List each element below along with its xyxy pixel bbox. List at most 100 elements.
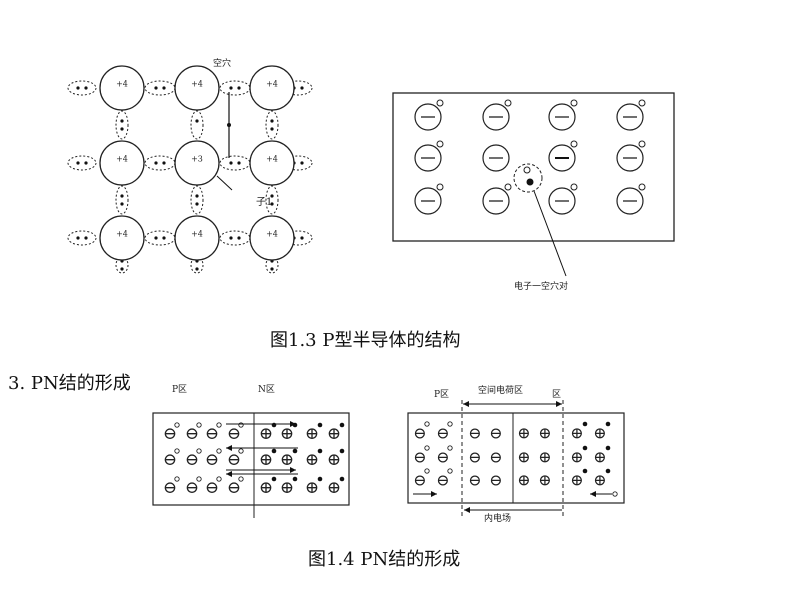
bond-horizontal [144,80,176,96]
bond-horizontal [219,155,251,171]
hole-circle [436,183,444,191]
negative-ion: ⊖ [413,448,426,467]
atom [249,215,295,261]
negative-ion: ⊖ [185,478,199,498]
bond-electron [120,202,124,206]
hole-circle [174,448,180,454]
arrow-head [226,445,232,451]
bond-electron [162,86,166,90]
bond-horizontal [144,155,176,171]
hole-circle [216,448,222,454]
bond-electron [300,86,304,90]
arrow-head [463,401,469,407]
atom [99,140,145,186]
pointer-line [216,175,233,191]
hole-circle [216,422,222,428]
hole-circle [174,422,180,428]
hole-circle [570,140,578,148]
atom-charge-label: +4 [116,80,128,89]
bond-electron [84,86,88,90]
bond-electron [76,161,80,165]
hole-circle [436,99,444,107]
bond-electron [120,194,124,198]
negative-ion: ⊖ [489,448,502,467]
negative-ion: ⊖ [436,471,449,490]
atom-charge-label: +4 [266,230,278,239]
bond-horizontal [67,155,97,171]
free-electron [605,445,611,451]
arrow-head [464,507,470,513]
positive-ion: ⊕ [305,424,319,444]
positive-ion: ⊕ [280,478,294,498]
bond-electron [229,86,233,90]
atom [249,140,295,186]
hole-marker-dot [227,123,231,127]
positive-ion: ⊕ [570,471,583,490]
hole-circle [196,422,202,428]
bond-electron [120,267,124,271]
positive-ion: ⊕ [305,450,319,470]
negative-ion: ⊖ [436,448,449,467]
positive-ion: ⊕ [259,478,273,498]
section-heading: 3. PN结的形成 [8,373,131,394]
atom [174,140,220,186]
right-p-region-label: P区 [434,389,449,400]
hole-circle [447,445,453,451]
bond-electron [154,236,158,240]
right-n-region-label: 区 [552,389,561,400]
hole-circle [436,140,444,148]
positive-ion: ⊕ [517,424,530,443]
atom [99,215,145,261]
positive-ion: ⊕ [570,448,583,467]
left-p-region-label: P区 [172,384,187,395]
hole-circle [638,99,646,107]
free-electron [339,476,345,482]
atom [249,65,295,111]
bond-vertical [265,185,279,215]
arrow-head [556,401,562,407]
negative-ion: ⊖ [185,450,199,470]
hole-circle [424,421,430,427]
negative-ion: ⊖ [205,478,219,498]
hole-circle [612,491,618,497]
p-type-lattice-diagram: +4+4+4+4+3+4+4+4+4 [67,65,313,274]
bond-horizontal [144,230,176,246]
hole-circle [424,468,430,474]
free-electron [582,468,588,474]
positive-ion: ⊕ [538,471,551,490]
annotation-leader-line [533,190,567,277]
electron-hole-pair-annotation: 电子一空穴对 [514,280,568,292]
bond-electron [154,161,158,165]
negative-ion: ⊖ [227,450,241,470]
positive-ion: ⊕ [305,478,319,498]
free-electron [271,422,277,428]
hole-circle [570,183,578,191]
bond-horizontal [67,230,97,246]
positive-ion: ⊕ [538,448,551,467]
pair-hole [523,166,531,174]
hole-label: 空穴 [213,57,231,69]
hole-circle [638,140,646,148]
arrow-head [290,421,296,427]
negative-ion: ⊖ [205,424,219,444]
positive-ion: ⊕ [593,424,606,443]
hole-circle [238,422,244,428]
positive-ion: ⊕ [593,448,606,467]
bond-electron [300,236,304,240]
bond-electron [237,236,241,240]
internal-field-label: 内电场 [484,512,511,524]
hole-circle [424,445,430,451]
atom-charge-label: +4 [266,80,278,89]
pn-block [407,412,625,504]
positive-ion: ⊕ [517,471,530,490]
atom-charge-label: +4 [191,80,203,89]
bond-electron [195,194,199,198]
atom-charge-label: +4 [116,155,128,164]
pn-space-charge-diagram: ⊖⊖⊖⊖⊕⊕⊕⊕⊖⊖⊖⊖⊕⊕⊕⊕⊖⊖⊖⊖⊕⊕⊕⊕ [407,400,625,518]
pn-diffusion-diagram: ⊖⊖⊖⊖⊕⊕⊕⊕⊖⊖⊖⊖⊕⊕⊕⊕⊖⊖⊖⊖⊕⊕⊕⊕ [152,412,350,518]
left-n-region-label: N区 [258,384,275,395]
hole-circle [238,448,244,454]
bond-vertical [265,110,279,140]
bond-electron [195,202,199,206]
free-electron [339,422,345,428]
